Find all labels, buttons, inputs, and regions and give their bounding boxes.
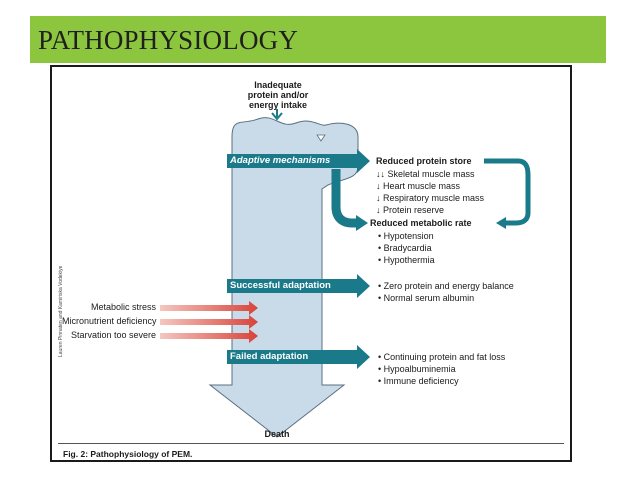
failure-item: • Immune deficiency <box>378 376 459 386</box>
success-band <box>227 274 370 298</box>
intake-arrow <box>271 109 283 121</box>
metabolic-heading: Reduced metabolic rate <box>370 218 472 228</box>
failure-item: • Continuing protein and fat loss <box>378 352 506 362</box>
protein-item: ↓↓ Skeletal muscle mass <box>376 169 475 179</box>
stress-arrow-3 <box>160 329 258 343</box>
stress-arrows <box>160 301 258 343</box>
protein-item: ↓ Heart muscle mass <box>376 181 461 191</box>
metabolic-item: • Bradycardia <box>378 243 432 253</box>
slide-title: PATHOPHYSIOLOGY <box>38 25 299 55</box>
image-credit: Lauren Pinnaten and Kamiriska Vodekiye <box>58 265 64 357</box>
failure-item: • Hypoalbuminemia <box>378 364 456 374</box>
start-label: Inadequate protein and/or energy intake <box>247 80 309 110</box>
flow-diagram <box>160 109 531 438</box>
curve-arrow-right-head <box>496 217 506 229</box>
protein-item: ↓ Respiratory muscle mass <box>376 193 485 203</box>
failed-band <box>227 345 370 369</box>
protein-heading: Reduced protein store <box>376 156 472 166</box>
pem-figure: Inadequate protein and/or energy intake … <box>50 65 572 462</box>
success-item: • Zero protein and energy balance <box>378 281 514 291</box>
metabolic-item: • Hypotension <box>378 231 434 241</box>
stress-arrow-1 <box>160 301 258 315</box>
figure-caption: Fig. 2: Pathophysiology of PEM. <box>63 449 193 459</box>
stressor-label: Micronutrient deficiency <box>62 316 157 326</box>
stage-adaptive-label: Adaptive mechanisms <box>230 155 331 166</box>
metabolic-item: • Hypothermia <box>378 255 435 265</box>
protein-item: ↓ Protein reserve <box>376 205 445 215</box>
curve-arrow-left <box>331 169 358 228</box>
stressor-label: Metabolic stress <box>90 302 156 312</box>
adaptive-band <box>227 149 370 173</box>
notch-triangle <box>316 134 326 142</box>
stressor-label: Starvation too severe <box>70 330 156 340</box>
curve-arrow-right <box>484 158 531 226</box>
stress-arrow-2 <box>160 315 258 329</box>
title-bar: PATHOPHYSIOLOGY <box>30 16 606 63</box>
success-item: • Normal serum albumin <box>378 293 475 303</box>
caption-divider <box>58 443 564 444</box>
end-label: Death <box>264 429 290 439</box>
stage-failed-label: Failed adaptation <box>230 351 309 362</box>
stage-success-label: Successful adaptation <box>230 280 331 291</box>
curve-arrow-left-head <box>356 215 368 231</box>
